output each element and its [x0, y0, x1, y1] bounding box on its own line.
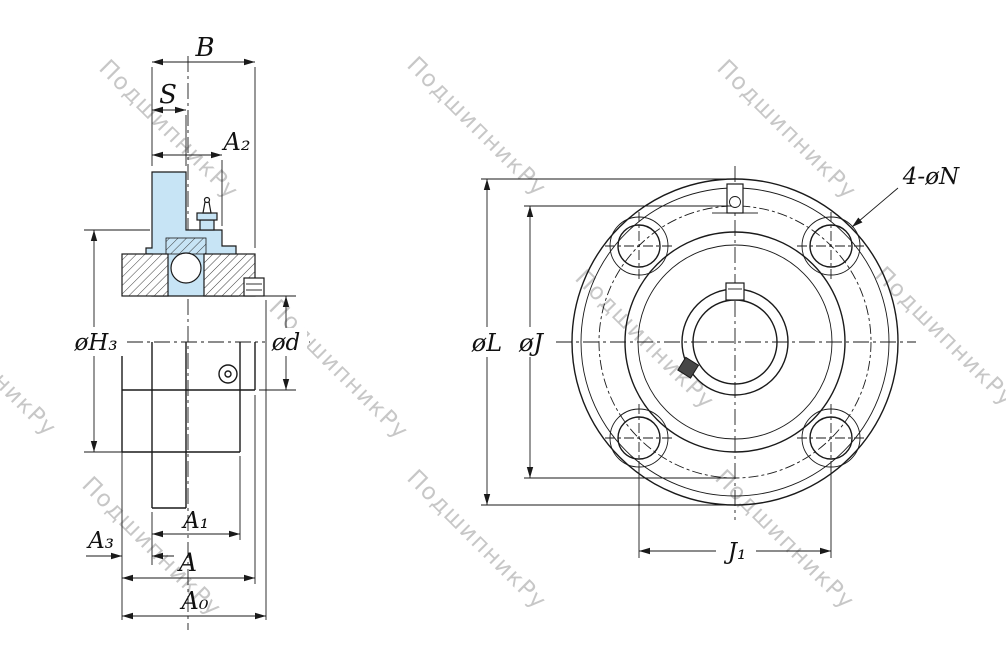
dimension-A2: A₂ [152, 128, 250, 226]
bolt-hole-top-left [605, 212, 673, 280]
dimension-J: øJ [508, 205, 732, 479]
dimension-A0: A₀ [122, 300, 267, 620]
flange-outer-circle [571, 178, 899, 506]
set-screw-hole [218, 364, 238, 384]
dimension-A1: A₁ [151, 456, 241, 565]
dim-label-a0: A₀ [180, 587, 209, 615]
set-screw-side [243, 277, 265, 297]
grease-fitting-side [196, 196, 218, 231]
dim-label-d: ød [271, 330, 301, 356]
dimension-N: 4-øN [851, 164, 960, 228]
grease-fitting-front [712, 183, 758, 214]
dimension-d: ød [259, 295, 307, 391]
dimension-S: S [152, 80, 187, 166]
bolt-hole-bottom-right [797, 404, 865, 472]
outer-ring-hatch [165, 237, 207, 255]
dimension-L: øL [462, 178, 733, 506]
dimension-B: B [151, 33, 256, 248]
bolt-hole-top-right [797, 212, 865, 280]
dim-label-h3: øH₃ [73, 330, 117, 356]
dimension-H3: øH₃ [68, 229, 150, 453]
dim-label-a3: A₃ [86, 528, 114, 554]
side-outline [121, 342, 256, 509]
dim-label-l: øL [471, 329, 502, 357]
set-screw-lower-left [677, 356, 700, 379]
ball [170, 252, 202, 284]
side-view: B S A₂ øH₃ [68, 33, 310, 630]
front-view: øL øJ J₁ 4-øN [462, 164, 960, 565]
dim-label-j: øJ [518, 329, 544, 357]
dim-label-a: A [177, 548, 197, 577]
dim-label-a1: A₁ [181, 508, 209, 534]
spigot-circle [624, 231, 846, 453]
dim-label-j1: J₁ [724, 539, 746, 565]
dim-label-n: 4-øN [902, 164, 960, 190]
housing-recess-circle [637, 244, 833, 440]
dimension-J1: J₁ [638, 468, 832, 565]
bolt-hole-bottom-left [605, 404, 673, 472]
dimension-A3: A₃ [86, 395, 174, 620]
dim-label-b: B [194, 33, 214, 63]
dim-label-s: S [159, 80, 177, 110]
dim-label-a2: A₂ [222, 128, 251, 156]
set-screw-top [725, 282, 745, 301]
dimension-A: A [122, 395, 256, 584]
